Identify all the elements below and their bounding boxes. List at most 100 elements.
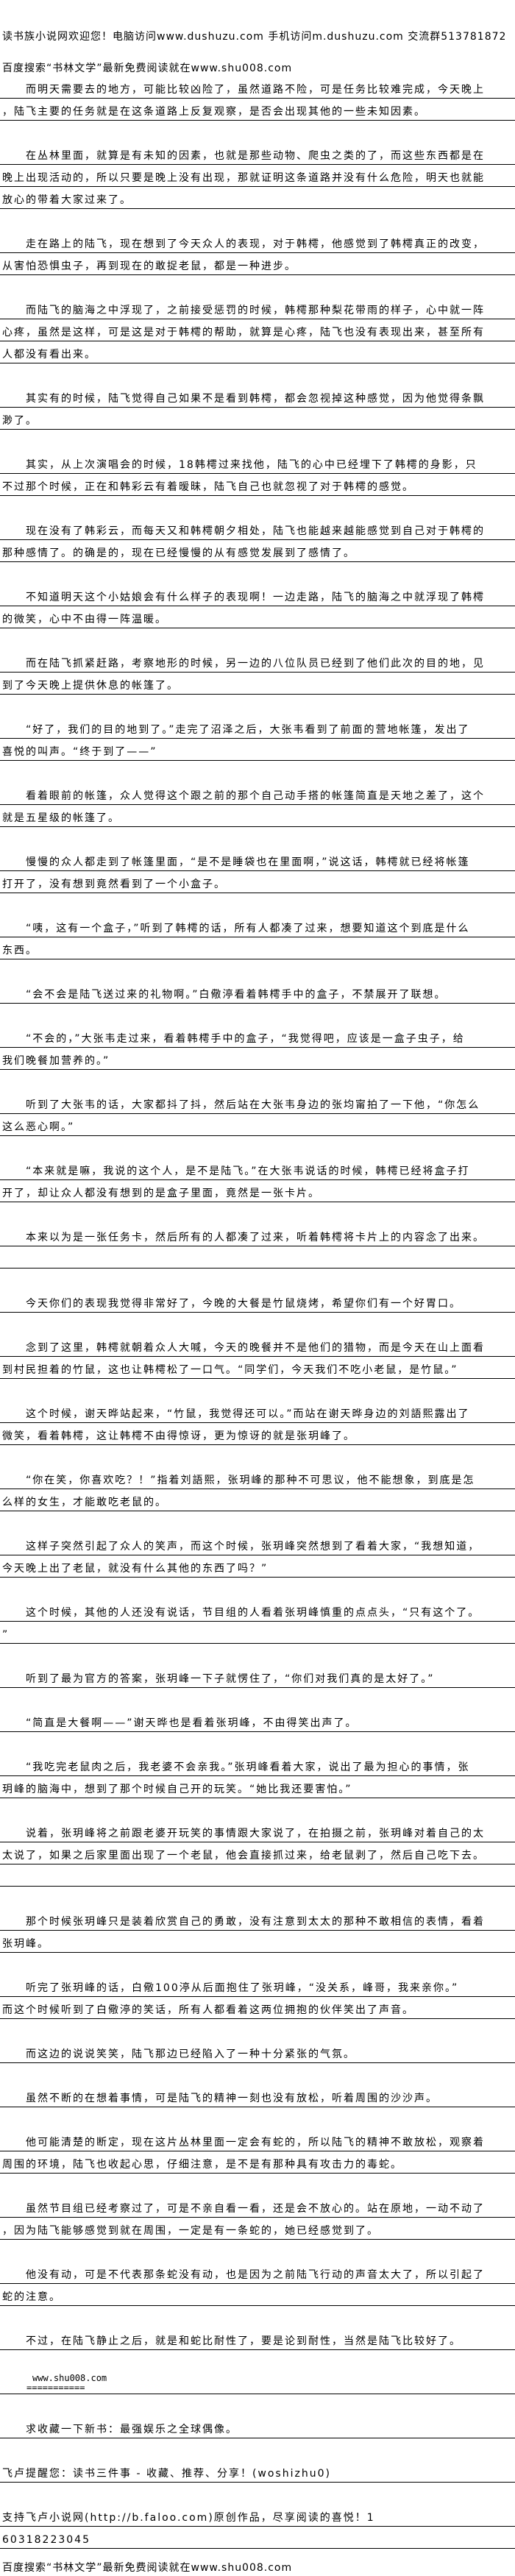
line-text: 喜悦的叫声。“终于到了——”: [2, 746, 157, 758]
text-line: 周围的环境，陆飞也收起心思，仔细注意，是不是有那种具有攻击力的毒蛇。: [0, 2151, 515, 2174]
line-text: 走在路上的陆飞，现在想到了今天众人的表现，对于韩樗，他感觉到了韩樗真正的改变，: [2, 238, 485, 250]
line-text: 玥峰的脑海中，想到了那个时候自己开的玩笑。“她比我还要害怕。”: [2, 1784, 352, 1795]
paragraph: 听到了大张韦的话，大家都抖了抖，然后站在大张韦身边的张均甯拍了一下他，“你怎么这…: [0, 1092, 515, 1136]
line-text: 说着，张玥峰将之前跟老婆开玩笑的事情跟大家说了，在拍摄之前，张玥峰对着自己的太: [2, 1828, 485, 1839]
text-line: 本来以为是一张任务卡，然后所有的人都凑了过来，听着韩樗将卡片上的内容念了出来。: [0, 1224, 515, 1246]
search-hint-top: 百度搜索“书林文学”最新免费阅读就在www.shu008.com: [2, 63, 293, 74]
text-line: ，因为陆飞能够感觉到就在周围，一定是有一条蛇的，她已经感觉到了。: [0, 2218, 515, 2240]
text-line: 那个时候张玥峰只是装着欣赏自己的勇敢，没有注意到太太的那种不敢相信的表情，看着: [0, 1909, 515, 1931]
promo-reminder: 飞卢提醒您：读书三件事 - 收藏、推荐、分享！(woshizhu0): [0, 2460, 515, 2483]
paragraph: 虽然不断的在想着事情，可是陆飞的精神一刻也没有放松，听着周围的沙沙声。: [0, 2085, 515, 2107]
text-line: 心疼，虽然是这样，可是这是对于韩樗的帮助，就算是心疼，陆飞也没有表现出来，甚至所…: [0, 319, 515, 341]
line-text: 今天晚上出了老鼠，就没有什么其他的东西了吗？”: [2, 1563, 269, 1575]
text-line: ”: [0, 1622, 515, 1644]
paragraph: 今天你们的表现我觉得非常好了，今晚的大餐是竹鼠烧烤，希望你们有一个好胃口。: [0, 1291, 515, 1313]
text-line: 他可能清楚的断定，现在这片丛林里面一定会有蛇的，所以陆飞的精神不敢放松，观察着: [0, 2129, 515, 2151]
chapter-content: 而明天需要去的地方，可能比较凶险了，虽然道路不险，可是任务比较难完成，今天晚上 ，…: [0, 77, 515, 2571]
paragraph: “不会的，”大张韦走过来，看着韩樗手中的盒子，“我觉得吧，应该是一盒子虫子，给我…: [0, 1026, 515, 1070]
text-line: 开了，却让众人都没有想到的是盒子里面，竟然是一张卡片。: [0, 1180, 515, 1202]
paragraph: 在丛林里面，就算是有未知的因素，也就是那些动物、爬虫之类的了，而这些东西都是在晚…: [0, 143, 515, 209]
paragraph: 不知道明天这个小姑娘会有什么样子的表现啊！一边走路，陆飞的脑海之中就浮现了韩樗的…: [0, 584, 515, 628]
site-url-link[interactable]: www.shu008.com: [32, 2373, 107, 2383]
line-text: 到了今天晚上提供休息的帐篷了。: [2, 680, 179, 692]
reminder-text: 飞卢提醒您：读书三件事 - 收藏、推荐、分享！(woshizhu0): [2, 2468, 331, 2480]
text-line: 我们晚餐加营养的。”: [0, 1048, 515, 1070]
line-text: “咦，这有一个盒子，”听到了韩樗的话，所有人都凑了过来，想要知道这个到底是什么: [2, 923, 470, 934]
paragraph: “你在笑，你喜欢吃？！”指着刘語熙，张玥峰的那种不可思议，他不能想象，到底是怎么…: [0, 1467, 515, 1511]
text-line: “咦，这有一个盒子，”听到了韩樗的话，所有人都凑了过来，想要知道这个到底是什么: [0, 915, 515, 937]
text-line: 走在路上的陆飞，现在想到了今天众人的表现，对于韩樗，他感觉到了韩樗真正的改变，: [0, 231, 515, 253]
paragraph: 不过，在陆飞静止之后，就是和蛇比耐性了，要是论到耐性，当然是陆飞比较好了。: [0, 2328, 515, 2350]
text-line: 慢慢的众人都走到了帐篷里面，“是不是睡袋也在里面啊，”说这话，韩樗就已经将帐篷: [0, 849, 515, 871]
text-line: [0, 1246, 515, 1269]
text-line: 这个时候，其他的人还没有说话，节目组的人看着张玥峰慎重的点点头，“只有这个了。: [0, 1600, 515, 1622]
text-line: 不过那个时候，正在和韩彩云有着暧昧，陆飞自己也就忽视了对于韩樗的感觉。: [0, 474, 515, 496]
text-line: 太说了，如果之后家里面出现了一个老鼠，他会直接抓过来，给老鼠剥了，然后自己吃下去…: [0, 1842, 515, 1864]
text-line: 今天你们的表现我觉得非常好了，今晚的大餐是竹鼠烧烤，希望你们有一个好胃口。: [0, 1291, 515, 1313]
text-line: 喜悦的叫声。“终于到了——”: [0, 739, 515, 761]
paragraph: “咦，这有一个盒子，”听到了韩樗的话，所有人都凑了过来，想要知道这个到底是什么东…: [0, 915, 515, 959]
text-line: 的微笑，心中不由得一阵温暖。: [0, 606, 515, 628]
site-mark-line: www.shu008.com ===========: [0, 2372, 515, 2394]
line-text: 心疼，虽然是这样，可是这是对于韩樗的帮助，就算是心疼，陆飞也没有表现出来，甚至所…: [2, 327, 485, 338]
line-text: 就是五星级的帐篷了。: [2, 812, 120, 824]
text-line: 玥峰的脑海中，想到了那个时候自己开的玩笑。“她比我还要害怕。”: [0, 1776, 515, 1798]
text-line: 今天晚上出了老鼠，就没有什么其他的东西了吗？”: [0, 1555, 515, 1578]
text-line: 虽然不断的在想着事情，可是陆飞的精神一刻也没有放松，听着周围的沙沙声。: [0, 2085, 515, 2107]
text-line: 那种感情了。的确是的，现在已经慢慢的从有感觉发展到了感情了。: [0, 540, 515, 562]
paragraph: 听完了张玥峰的话，白儆100渟从后面抱住了张玥峰，“没关系，峰哥，我来亲你。”而…: [0, 1975, 515, 2019]
text-line: 在丛林里面，就算是有未知的因素，也就是那些动物、爬虫之类的了，而这些东西都是在: [0, 143, 515, 165]
line-text: 看着眼前的帐篷，众人觉得这个跟之前的那个自己动手搭的帐篷简直是天地之差了，这个: [2, 790, 485, 802]
line-text: 虽然节目组已经考察过了，可是不亲自看一看，还是会不放心的。站在原地，一动不动了: [2, 2203, 485, 2215]
line-text: 这个时候，其他的人还没有说话，节目组的人看着张玥峰慎重的点点头，“只有这个了。: [2, 1607, 480, 1619]
text-line: 蛇的注意。: [0, 2284, 515, 2306]
promo-new-book: 求收藏一下新书：最强娱乐之全球偶像。: [0, 2416, 515, 2438]
text-line: 其实有的时候，陆飞觉得自己如果不是看到韩樗，都会忽视掉这种感觉，因为他觉得条飘: [0, 386, 515, 408]
text-line: “好了，我们的目的地到了。”走完了沼泽之后，大张韦看到了前面的营地帐篷，发出了: [0, 717, 515, 739]
text-line: 而明天需要去的地方，可能比较凶险了，虽然道路不险，可是任务比较难完成，今天晚上: [0, 77, 515, 99]
line-text: 这么恶心啊。”: [2, 1121, 75, 1133]
line-text: 蛇的注意。: [2, 2291, 61, 2303]
paragraph: 其实，从上次演唱会的时候，18韩樗过来找他，陆飞的心中已经埋下了韩樗的身影，只不…: [0, 452, 515, 496]
paragraph: 这个时候，其他的人还没有说话，节目组的人看着张玥峰慎重的点点头，“只有这个了。 ”: [0, 1600, 515, 1644]
text-line: 听完了张玥峰的话，白儆100渟从后面抱住了张玥峰，“没关系，峰哥，我来亲你。”: [0, 1975, 515, 1997]
text-line: 说着，张玥峰将之前跟老婆开玩笑的事情跟大家说了，在拍摄之前，张玥峰对着自己的太: [0, 1820, 515, 1842]
line-text: “会不会是陆飞送过来的礼物啊。”白儆渟看着韩樗手中的盒子，不禁展开了联想。: [2, 989, 447, 1001]
line-text: 这个时候，谢天晔站起来，“竹鼠，我觉得还可以。”而站在谢天晔身边的刘語熙露出了: [2, 1408, 470, 1420]
line-text: 虽然不断的在想着事情，可是陆飞的精神一刻也没有放松，听着周围的沙沙声。: [2, 2093, 438, 2104]
line-text: 不过，在陆飞静止之后，就是和蛇比耐性了，要是论到耐性，当然是陆飞比较好了。: [2, 2335, 461, 2347]
support-text-1: 支持飞卢小说网(http://b.faloo.com)原创作品，尽享阅读的喜悦！…: [2, 2512, 375, 2524]
paragraph: 说着，张玥峰将之前跟老婆开玩笑的事情跟大家说了，在拍摄之前，张玥峰对着自己的太太…: [0, 1820, 515, 1887]
text-line: “会不会是陆飞送过来的礼物啊。”白儆渟看着韩樗手中的盒子，不禁展开了联想。: [0, 982, 515, 1004]
site-welcome-banner: 读书族小说网欢迎您！电脑访问www.dushuzu.com 手机访问m.dush…: [2, 31, 507, 43]
paragraph: “会不会是陆飞送过来的礼物啊。”白儆渟看着韩樗手中的盒子，不禁展开了联想。: [0, 982, 515, 1004]
text-line: 到村民担着的竹鼠，这也让韩樗松了一口气。“同学们，今天我们不吃小老鼠，是竹鼠。”: [0, 1357, 515, 1379]
line-text: 不过那个时候，正在和韩彩云有着暧昧，陆飞自己也就忽视了对于韩樗的感觉。: [2, 481, 414, 493]
line-text: 那种感情了。的确是的，现在已经慢慢的从有感觉发展到了感情了。: [2, 547, 355, 559]
text-line: 其实，从上次演唱会的时候，18韩樗过来找他，陆飞的心中已经埋下了韩樗的身影，只: [0, 452, 515, 474]
paragraph: 走在路上的陆飞，现在想到了今天众人的表现，对于韩樗，他感觉到了韩樗真正的改变， 从…: [0, 231, 515, 275]
line-text: ，因为陆飞能够感觉到就在周围，一定是有一条蛇的，她已经感觉到了。: [2, 2225, 379, 2237]
paragraph: 这个时候，谢天晔站起来，“竹鼠，我觉得还可以。”而站在谢天晔身边的刘語熙露出了微…: [0, 1401, 515, 1445]
search-hint-bottom: 百度搜索“书林文学”最新免费阅读就在www.shu008.com: [2, 2562, 293, 2574]
line-text: 其实，从上次演唱会的时候，18韩樗过来找他，陆飞的心中已经埋下了韩樗的身影，只: [2, 459, 477, 471]
text-line: 而陆飞的脑海之中浮现了，之前接受惩罚的时候，韩樗那种梨花带雨的样子，心中就一阵: [0, 297, 515, 319]
line-text: 从害怕恐惧虫子，再到现在的敢捉老鼠，都是一种进步。: [2, 260, 296, 272]
line-text: 人都没有看出来。: [2, 349, 96, 361]
line-text: 我们晚餐加营养的。”: [2, 1055, 110, 1067]
chapter-paragraphs: 而明天需要去的地方，可能比较凶险了，虽然道路不险，可是任务比较难完成，今天晚上 ，…: [0, 77, 515, 2350]
line-text: 微笑，看着韩樗，这让韩樗不由得惊讶，更为惊讶的就是张玥峰了。: [2, 1430, 355, 1442]
line-text: 他没有动，可是不代表那条蛇没有动，也是因为之前陆飞行动的声音太大了，所以引起了: [2, 2269, 485, 2281]
line-text: 开了，却让众人都没有想到的是盒子里面，竟然是一张卡片。: [2, 1188, 320, 1199]
text-line: 么样的女生，才能敢吃老鼠的。: [0, 1489, 515, 1511]
line-text: ，陆飞主要的任务就是在这条道路上反复观察，是否会出现其他的一些未知因素。: [2, 106, 426, 118]
line-text: 他可能清楚的断定，现在这片丛林里面一定会有蛇的，所以陆飞的精神不敢放松，观察着: [2, 2137, 485, 2149]
line-text: 打开了，没有想到竟然看到了一个小盒子。: [2, 879, 226, 890]
line-text: 本来以为是一张任务卡，然后所有的人都凑了过来，听着韩樗将卡片上的内容念了出来。: [2, 1232, 485, 1243]
line-text: 的微笑，心中不由得一阵温暖。: [2, 614, 167, 625]
text-line: 而这边的说说笑笑，陆飞那边已经陷入了一种十分紧张的气氛。: [0, 2041, 515, 2063]
line-text: 晚上出现活动的，所以只要是晚上没有出现，那就证明这条道路并没有什么危险，明天也就…: [2, 172, 485, 184]
text-line: 念到了这里，韩樗就朝着众人大喊，今天的晚餐并不是他们的猎物，而是今天在山上面看: [0, 1335, 515, 1357]
text-line: 现在没有了韩彩云，而每天又和韩樗朝夕相处，陆飞也能越来越能感觉到自己对于韩樗的: [0, 518, 515, 540]
text-line: 张玥峰。: [0, 1931, 515, 1953]
